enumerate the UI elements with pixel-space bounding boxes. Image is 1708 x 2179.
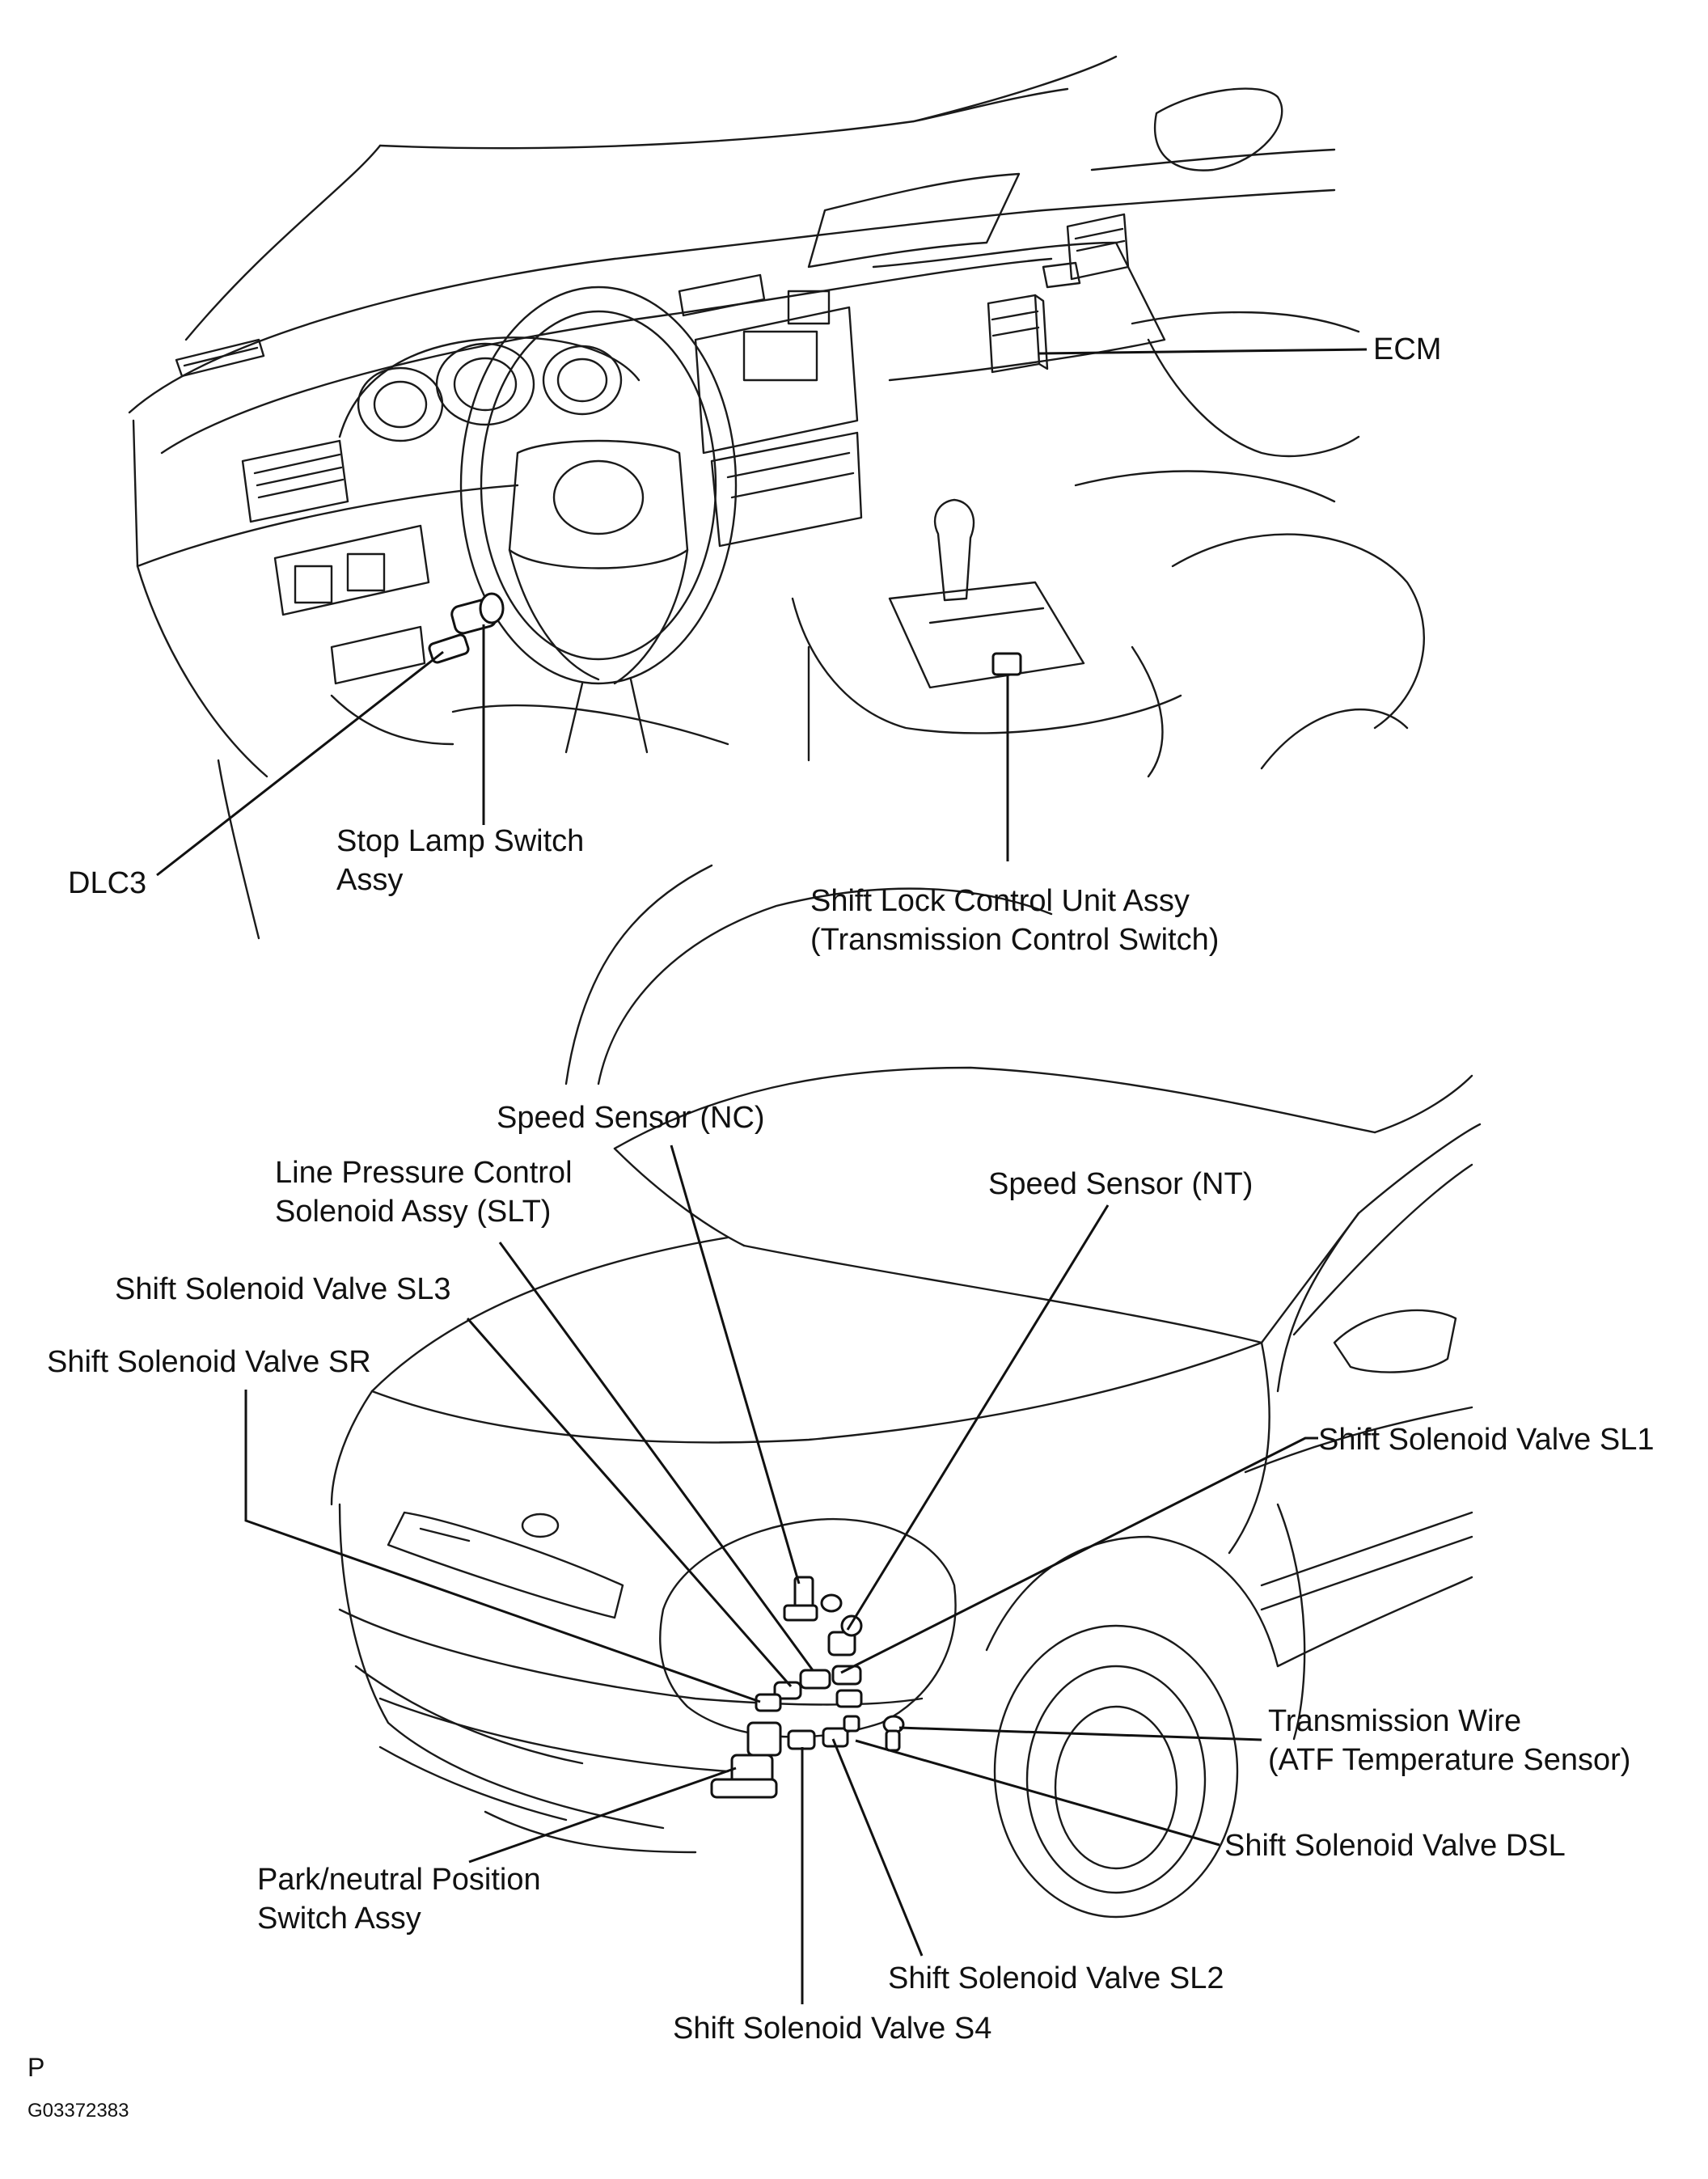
- leader-dlc3: [156, 650, 444, 877]
- label-speed-sensor-nt: Speed Sensor (NT): [988, 1167, 1254, 1201]
- label-stop-lamp-switch: Stop Lamp Switch Assy: [336, 822, 584, 899]
- leader-lines: [156, 348, 1368, 2004]
- label-shift-lock-unit: Shift Lock Control Unit Assy (Transmissi…: [810, 882, 1219, 959]
- label-dlc3: DLC3: [68, 866, 147, 900]
- leader-sl2: [831, 1738, 924, 1957]
- leader-park-neutral: [468, 1766, 737, 1864]
- atf-temp-sensor-icon: [882, 1715, 905, 1752]
- label-line-pressure-line1: Line Pressure Control: [275, 1156, 573, 1190]
- figure-code: G03372383: [27, 2100, 129, 2122]
- label-shift-solenoid-sl3: Shift Solenoid Valve SL3: [115, 1272, 451, 1306]
- label-line-pressure-line2: Solenoid Assy (SLT): [275, 1195, 552, 1229]
- label-transmission-wire-line1: Transmission Wire: [1268, 1704, 1522, 1738]
- label-shift-solenoid-sl2: Shift Solenoid Valve SL2: [888, 1961, 1224, 1995]
- transmission-components: [710, 1576, 905, 1799]
- leader-line-pressure: [498, 1242, 814, 1671]
- corner-mark: P: [27, 2053, 45, 2082]
- leader-sr: [244, 1390, 761, 1703]
- label-ecm: ECM: [1373, 332, 1442, 366]
- interior-illustration: [128, 55, 1425, 1085]
- label-shift-lock-unit-line2: (Transmission Control Switch): [810, 923, 1220, 957]
- leader-dsl: [855, 1739, 1220, 1847]
- solenoid-cluster-icon: [755, 1665, 863, 1750]
- leader-trans-wire: [898, 1726, 1262, 1741]
- label-shift-solenoid-sr: Shift Solenoid Valve SR: [47, 1345, 371, 1379]
- stop-lamp-switch-icon: [450, 592, 505, 635]
- leader-sl1: [840, 1436, 1318, 1674]
- leader-speed-nt: [846, 1204, 1110, 1631]
- label-shift-solenoid-s4: Shift Solenoid Valve S4: [673, 2012, 992, 2046]
- label-park-neutral-switch: Park/neutral Position Switch Assy: [257, 1860, 541, 1938]
- label-shift-lock-unit-line1: Shift Lock Control Unit Assy: [810, 884, 1190, 918]
- label-park-neutral-line1: Park/neutral Position: [257, 1863, 541, 1897]
- label-speed-sensor-nc: Speed Sensor (NC): [497, 1101, 765, 1135]
- leader-sl3: [466, 1318, 793, 1687]
- shift-lock-unit-icon: [991, 652, 1022, 676]
- interior-components: [428, 592, 1022, 676]
- label-stop-lamp-switch-line1: Stop Lamp Switch: [336, 824, 585, 858]
- label-transmission-wire-line2: (ATF Temperature Sensor): [1268, 1743, 1631, 1777]
- label-line-pressure-solenoid: Line Pressure Control Solenoid Assy (SLT…: [275, 1153, 573, 1231]
- park-neutral-switch-icon: [710, 1721, 782, 1799]
- speed-sensor-nc-icon: [783, 1576, 843, 1622]
- label-park-neutral-line2: Switch Assy: [257, 1902, 421, 1936]
- label-shift-solenoid-dsl: Shift Solenoid Valve DSL: [1224, 1829, 1566, 1863]
- label-stop-lamp-switch-line2: Assy: [336, 863, 404, 897]
- label-transmission-wire: Transmission Wire (ATF Temperature Senso…: [1268, 1702, 1630, 1779]
- speed-sensor-nt-icon: [827, 1614, 863, 1656]
- leader-ecm: [1038, 348, 1368, 355]
- label-shift-solenoid-sl1: Shift Solenoid Valve SL1: [1318, 1423, 1655, 1457]
- leader-speed-nc: [670, 1145, 801, 1585]
